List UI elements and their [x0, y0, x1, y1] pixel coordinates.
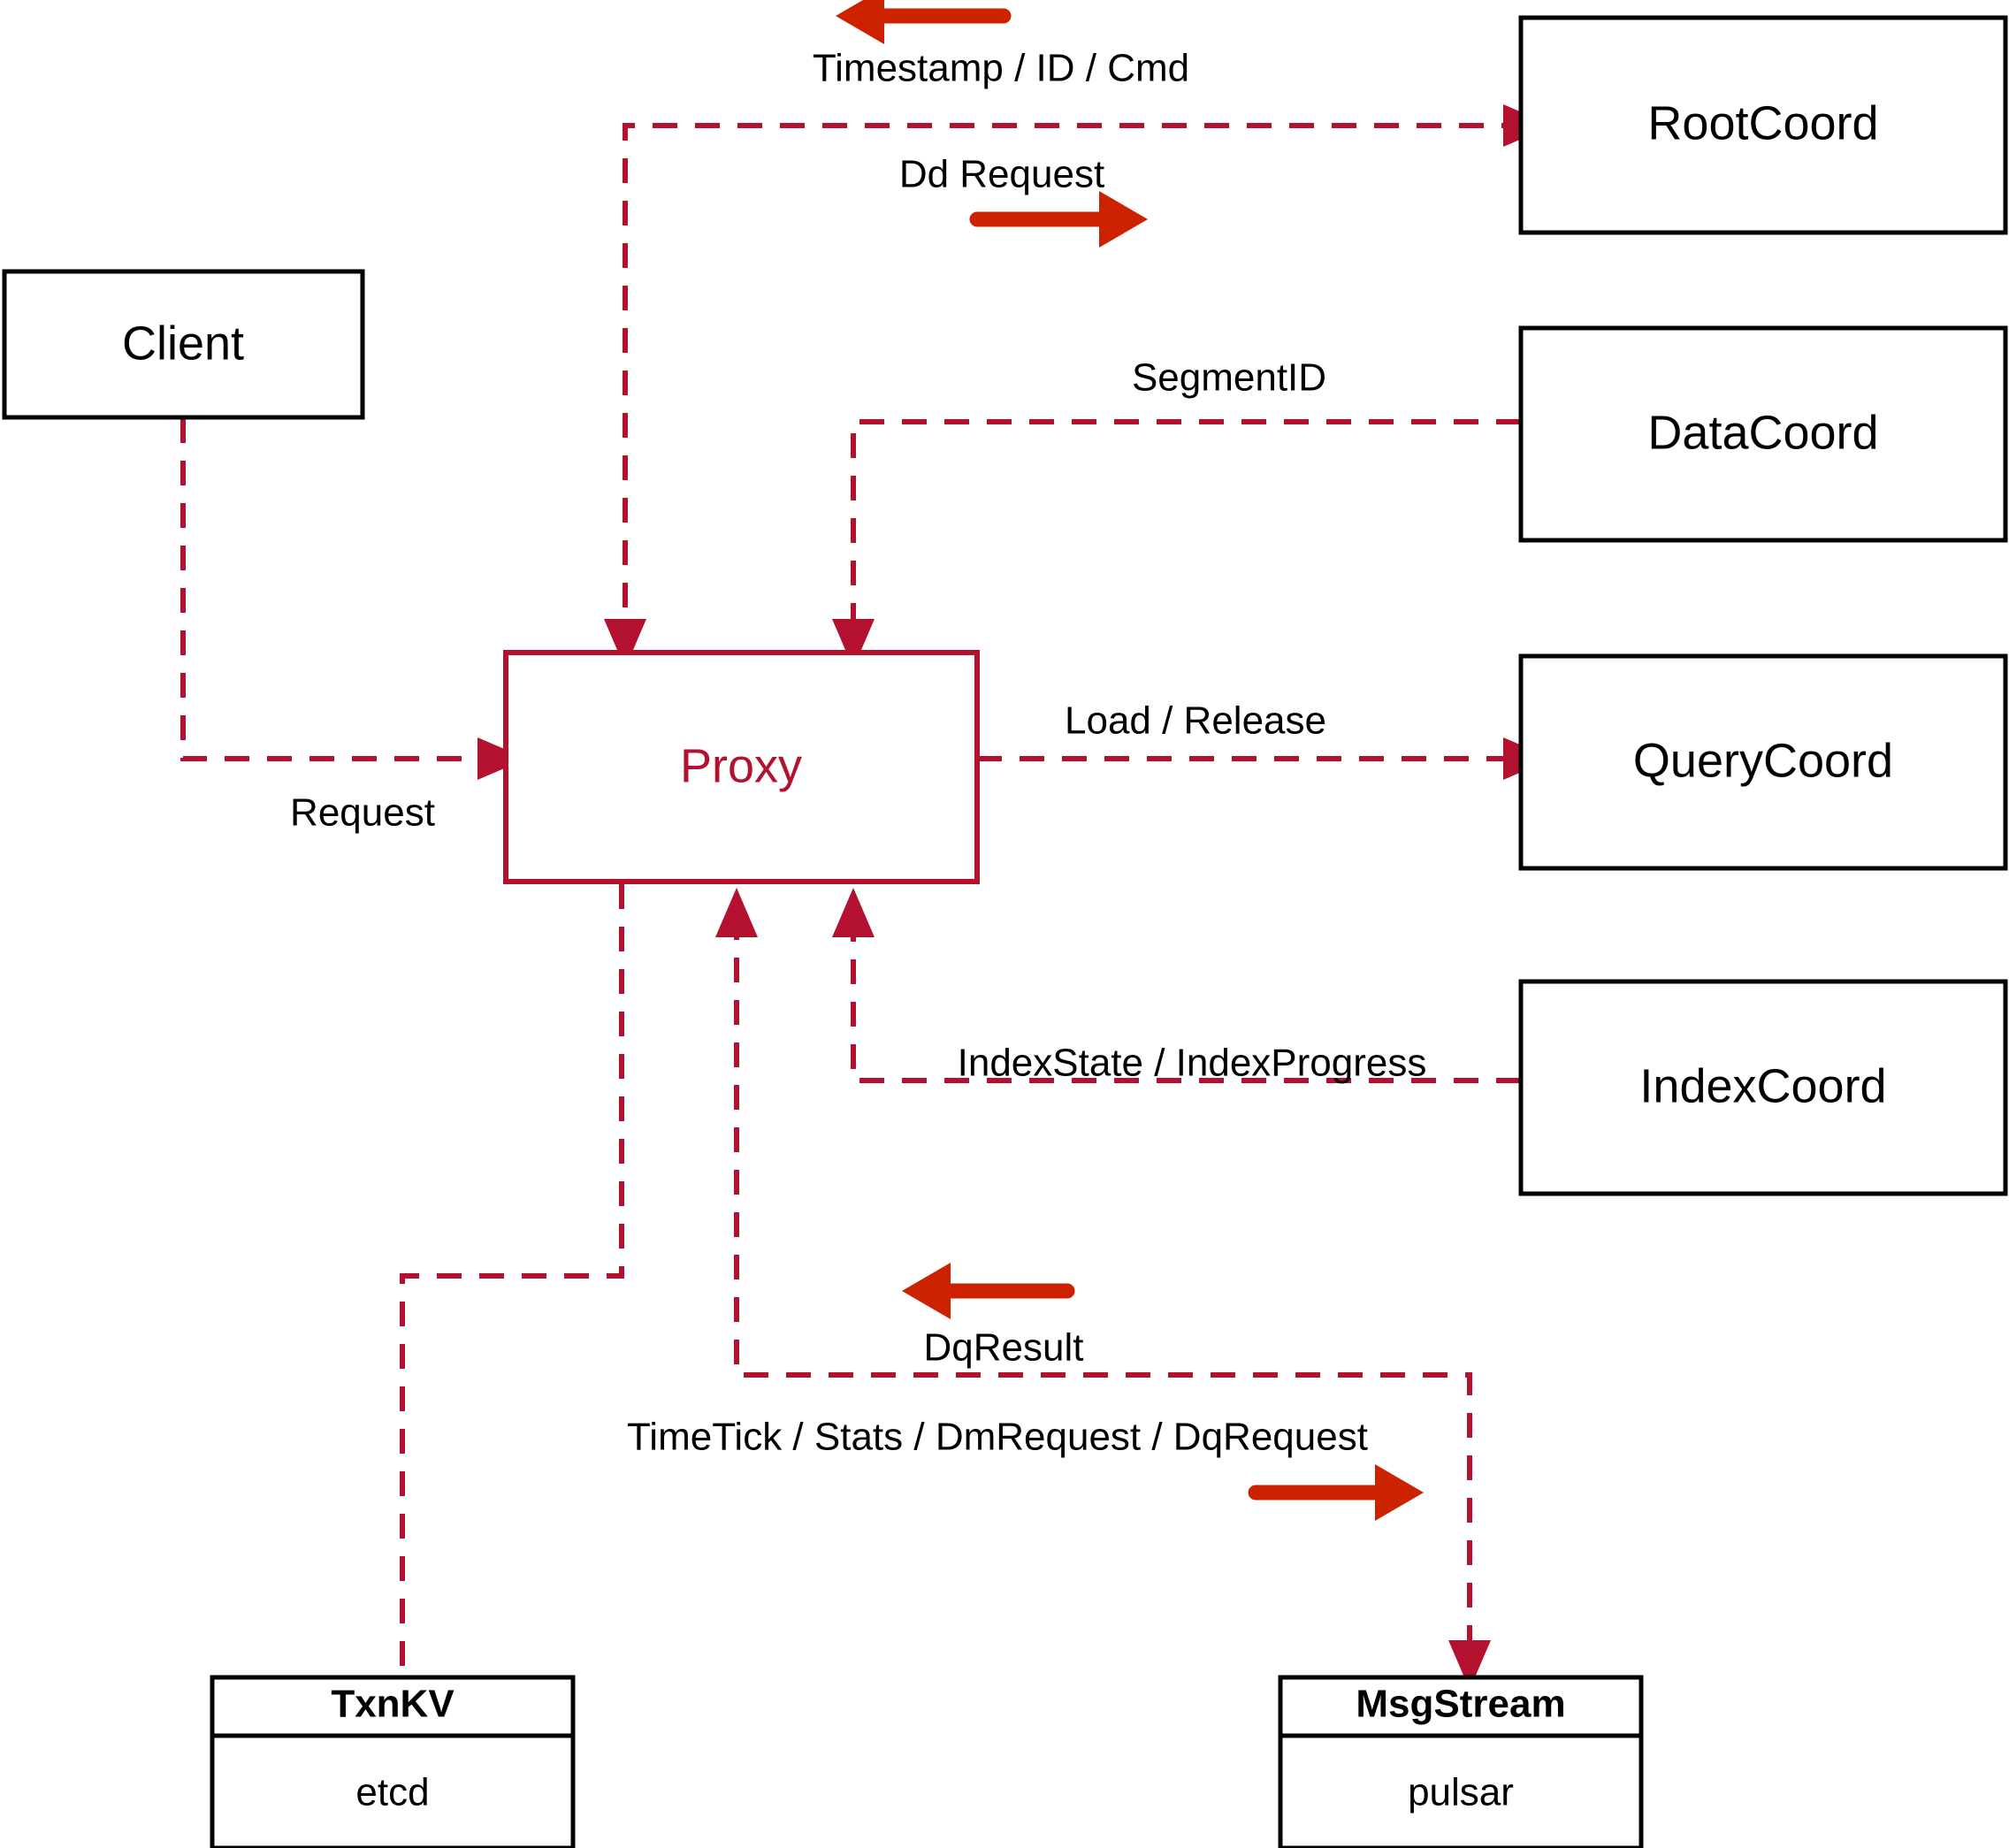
edge-arrowhead-proxy-top-left [604, 619, 646, 668]
edge-label-segment-id: SegmentID [1132, 356, 1326, 400]
edge-label-timetick-stats: TimeTick / Stats / DmRequest / DqRequest [627, 1416, 1368, 1459]
node-root-coord[interactable]: RootCoord [1518, 15, 2008, 235]
direction-arrow-dd-request [969, 191, 1148, 248]
direction-arrow-head-dd-request [1099, 191, 1148, 248]
node-proxy-rect[interactable] [503, 650, 980, 884]
node-txnkv-label: TxnKV [331, 1683, 455, 1726]
edge-segment-id [832, 419, 1521, 668]
edge-path-txnkv [400, 884, 624, 1677]
edge-label-request: Request [290, 791, 435, 835]
edge-label-load-release: Load / Release [1065, 699, 1326, 743]
node-data-coord-rect[interactable] [1518, 325, 2008, 543]
direction-arrow-dq-result [902, 1263, 1075, 1319]
edge-path-request [180, 418, 477, 761]
edge-arrowhead-proxy-top-right [832, 619, 875, 668]
node-client-label: Client [122, 317, 244, 370]
edge-arrowhead-proxy-bottom-middle [715, 888, 758, 937]
node-proxy-label: Proxy [680, 739, 802, 792]
edge-label-timestamp-id-cmd: Timestamp / ID / Cmd [813, 47, 1189, 90]
node-root-coord-rect[interactable] [1518, 15, 2008, 235]
edge-label-dq-result: DqResult [924, 1326, 1084, 1370]
node-query-coord[interactable]: QueryCoord [1518, 653, 2008, 871]
direction-arrow-head-timestamp [836, 0, 884, 44]
node-txnkv-impl-label: etcd [355, 1771, 429, 1814]
edge-index-state-progress [832, 888, 1521, 1083]
edge-label-index-state-progress: IndexState / IndexProgress [958, 1042, 1427, 1085]
node-index-coord-label: IndexCoord [1639, 1059, 1886, 1112]
node-client[interactable]: Client [2, 269, 365, 420]
node-msgstream-rect[interactable] [1278, 1675, 1644, 1848]
edge-txnkv [400, 884, 624, 1677]
edge-path-msgstream [734, 915, 1472, 1640]
direction-arrow-timestamp [836, 0, 1012, 44]
node-index-coord-rect[interactable] [1518, 979, 2008, 1196]
node-data-coord[interactable]: DataCoord [1518, 325, 2008, 543]
node-client-rect[interactable] [2, 269, 365, 420]
edge-msgstream [715, 888, 1491, 1690]
edge-load-release [977, 737, 1553, 780]
direction-arrow-head-dq-result [902, 1263, 951, 1319]
direction-arrow-head-timetick [1375, 1464, 1424, 1521]
edge-arrowhead-proxy-left [477, 737, 527, 780]
node-data-coord-label: DataCoord [1647, 406, 1878, 459]
node-proxy[interactable]: Proxy [503, 650, 980, 884]
edge-arrowhead-msgstream [1448, 1640, 1491, 1690]
edge-path-segmentid [851, 419, 1521, 650]
edge-path-timestamp [623, 123, 1503, 650]
edge-arrowhead-proxy-bottom-right [832, 888, 875, 937]
edge-path-indexstate [851, 915, 1521, 1083]
direction-arrow-timetick [1248, 1464, 1424, 1521]
node-txnkv[interactable]: TxnKV etcd [210, 1675, 576, 1848]
node-query-coord-rect[interactable] [1518, 653, 2008, 871]
node-query-coord-label: QueryCoord [1633, 734, 1893, 787]
edge-request [180, 418, 527, 780]
node-root-coord-label: RootCoord [1647, 96, 1878, 149]
node-msgstream-label: MsgStream [1356, 1683, 1565, 1726]
node-txnkv-rect[interactable] [210, 1675, 576, 1848]
node-index-coord[interactable]: IndexCoord [1518, 979, 2008, 1196]
node-msgstream[interactable]: MsgStream pulsar [1278, 1675, 1644, 1848]
node-msgstream-impl-label: pulsar [1408, 1771, 1514, 1814]
edge-label-dd-request: Dd Request [899, 153, 1104, 196]
